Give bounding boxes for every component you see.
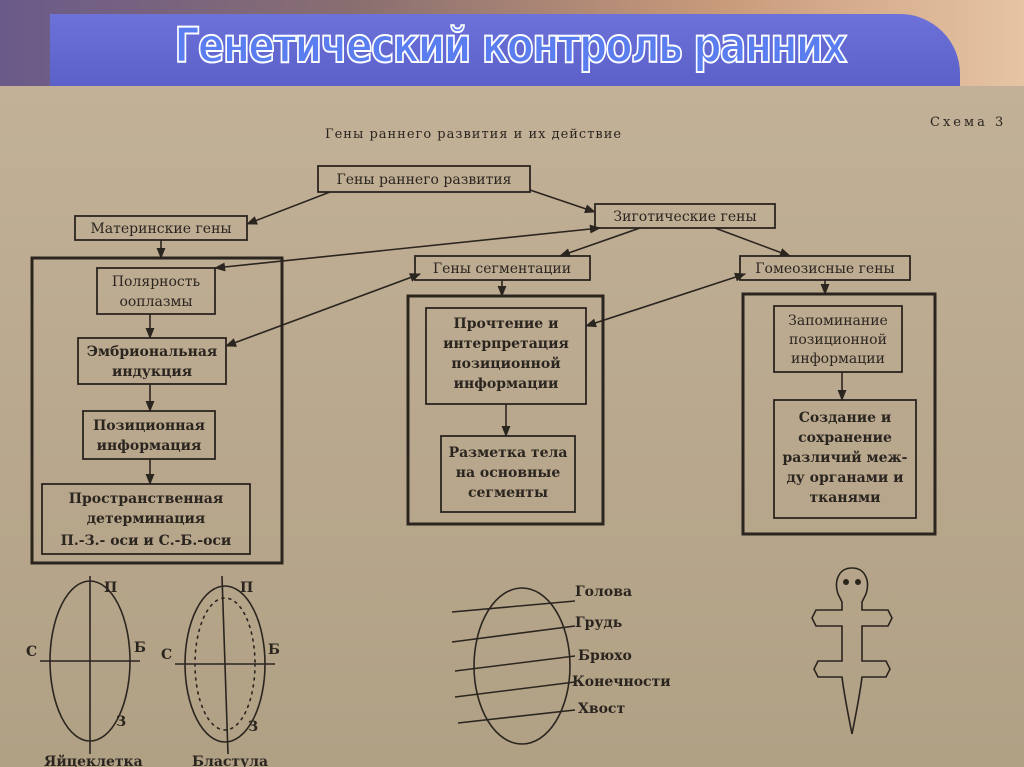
zygotic-genes-label: Зиготические гены: [613, 209, 756, 225]
homeotic-genes-label: Гомеозисные гены: [755, 261, 894, 277]
polarity-line-1: Полярность: [112, 274, 201, 290]
creation-line-1: Создание и: [799, 410, 892, 426]
root-genes-label: Гены раннего развития: [336, 172, 511, 188]
blastula-axis-top: П: [240, 580, 253, 596]
creation-line-5: тканями: [810, 490, 881, 506]
marking-line-2: на основные: [456, 465, 561, 481]
zygotic-genes-box: [594, 203, 776, 229]
egg-axes-figure: П С Б З Яйцеклетка: [26, 576, 146, 767]
marking-line-3: сегменты: [468, 485, 548, 501]
polarity-box: [96, 267, 216, 315]
marking-line-1: Разметка тела: [449, 445, 568, 461]
segment-label-tail: Хвост: [578, 701, 625, 717]
maternal-genes-label: Материнские гены: [90, 221, 231, 237]
segment-label-head: Голова: [575, 584, 632, 600]
body-segments-figure: Голова Грудь Брюхо Конечности Хвост: [451, 584, 671, 745]
egg-axis-top: П: [104, 580, 117, 596]
creation-line-3: различий меж-: [783, 449, 908, 466]
segmentation-genes-label: Гены сегментации: [433, 261, 571, 277]
positional-info-line-2: информация: [97, 438, 202, 454]
reading-line-3: позиционной: [451, 355, 560, 372]
memory-line-3: информации: [791, 351, 885, 367]
egg-axis-left: С: [26, 644, 37, 660]
memory-info-box: [773, 305, 903, 373]
blastula-axis-left: С: [161, 647, 172, 663]
spatial-line-1: Пространственная: [69, 491, 223, 507]
polarity-line-2: ооплазмы: [119, 294, 192, 310]
egg-axis-bottom: З: [116, 714, 126, 730]
diagram-title: Гены раннего развития и их действие: [325, 127, 622, 142]
spatial-line-3: П.-З.- оси и С.-Б.-оси: [61, 533, 232, 549]
title-banner: [50, 14, 960, 92]
creation-line-4: ду органами и: [786, 470, 903, 486]
induction-line-2: индукция: [112, 364, 192, 380]
blastula-axes-figure: П С Б З Бластула: [161, 575, 280, 767]
scheme-paper: Гены раннего развития и их действие Схем…: [0, 86, 1024, 767]
blastula-axis-bottom: З: [248, 719, 258, 735]
segment-label-abdomen: Брюхо: [578, 648, 632, 664]
blastula-caption: Бластула: [192, 754, 268, 767]
connector-arrows: [145, 189, 847, 486]
induction-line-1: Эмбриональная: [87, 344, 218, 360]
segment-label-limbs: Конечности: [572, 674, 671, 690]
homeotic-group-frame: [741, 292, 937, 536]
larva-outline-figure: [811, 567, 893, 735]
scheme-label: Схема 3: [930, 115, 1006, 130]
scheme-diagram: Гены раннего развития и их действие Схем…: [26, 115, 1006, 767]
blastula-axis-right: Б: [268, 642, 280, 658]
spatial-line-2: детерминация: [87, 511, 206, 527]
memory-line-1: Запоминание: [788, 313, 888, 329]
egg-axis-right: Б: [134, 640, 146, 656]
reading-line-1: Прочтение и: [454, 316, 559, 332]
segment-label-chest: Грудь: [575, 615, 622, 631]
positional-info-line-1: Позиционная: [93, 418, 205, 434]
egg-caption: Яйцеклетка: [44, 753, 143, 767]
reading-line-2: интерпретация: [443, 336, 569, 352]
reading-line-4: информации: [454, 376, 559, 392]
root-genes-box: [317, 165, 531, 193]
memory-line-2: позиционной: [789, 332, 887, 348]
creation-line-2: сохранение: [798, 430, 892, 446]
